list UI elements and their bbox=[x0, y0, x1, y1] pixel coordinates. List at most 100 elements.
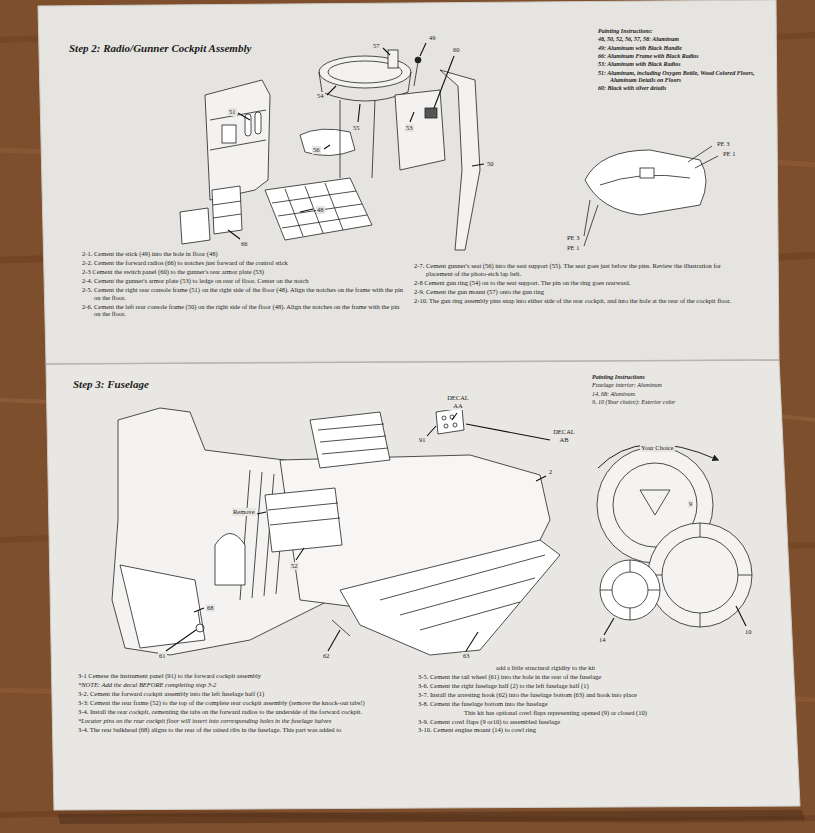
fuselage-drawing bbox=[453, 423, 457, 427]
callout-number: 14 bbox=[598, 636, 607, 644]
fuselage-drawing bbox=[310, 412, 390, 468]
step-instruction: 3-7. Install the arresting hook (62) int… bbox=[418, 691, 768, 699]
cowl-drawing bbox=[662, 537, 738, 613]
photo-etch-label: PE 1 bbox=[566, 244, 580, 252]
paper-sheet bbox=[46, 360, 800, 810]
callout-number: 53 bbox=[405, 124, 414, 132]
cockpit-drawing bbox=[180, 208, 210, 244]
cockpit-drawing bbox=[395, 90, 445, 170]
cockpit-drawing bbox=[425, 108, 437, 118]
cockpit-drawing bbox=[213, 201, 241, 205]
leader-line bbox=[383, 48, 390, 55]
cockpit-drawing bbox=[440, 70, 480, 250]
cowl-drawing bbox=[612, 572, 648, 608]
step-instruction: 3-5. Cement the tail wheel (61) into the… bbox=[418, 673, 768, 681]
leader-line bbox=[194, 608, 204, 612]
callout-number: 52 bbox=[290, 562, 299, 570]
step-instruction: 2-8 Cement gun ring (54) on to the seat … bbox=[414, 279, 746, 287]
leader-line bbox=[604, 618, 614, 635]
fuselage-drawing bbox=[380, 555, 545, 600]
painting-note: 53: Aluminum with Black Radios bbox=[598, 61, 766, 68]
cowl-drawing bbox=[600, 590, 612, 591]
cockpit-drawing bbox=[212, 186, 242, 234]
cockpit-drawing bbox=[285, 189, 303, 236]
callout-number: 63 bbox=[462, 652, 471, 660]
leader-line bbox=[358, 104, 360, 122]
fuselage-drawing bbox=[442, 416, 446, 420]
photo-etch-label: PE 3 bbox=[716, 140, 730, 148]
leader-line bbox=[300, 209, 313, 212]
callout-number: 55 bbox=[352, 124, 361, 132]
painting-note: 9, 10 (Your choice): Exterior color bbox=[592, 399, 772, 406]
cowl-drawing bbox=[640, 490, 670, 515]
callout-number: 57 bbox=[372, 42, 381, 50]
callout-number: 49 bbox=[428, 34, 437, 42]
step-instruction: 3-6. Cement the right fuselage half (2) … bbox=[418, 682, 768, 690]
painting-note: 14, 68: Aluminum bbox=[592, 391, 772, 398]
painting-heading: Painting Instructions bbox=[592, 374, 772, 381]
fuselage-drawing bbox=[268, 503, 338, 510]
step-heading: Step 2: Radio/Gunner Cockpit Assembly bbox=[68, 42, 252, 55]
fuselage-drawing bbox=[112, 408, 560, 655]
callout-number: 61 bbox=[158, 652, 167, 660]
fuselage-drawing bbox=[270, 518, 340, 525]
lap-belt-drawing bbox=[695, 156, 718, 168]
leader-line bbox=[228, 230, 240, 239]
step-instruction: 3-9. Cement cowl flaps (9 or10) to assem… bbox=[418, 718, 768, 726]
callout-number: 48 bbox=[316, 206, 325, 214]
cowl-drawing bbox=[700, 523, 701, 537]
choice-label: Your Choice bbox=[640, 444, 675, 452]
fuselage-drawing bbox=[340, 540, 560, 655]
callout-number: 9 bbox=[688, 500, 693, 508]
callout-number: 62 bbox=[322, 652, 331, 660]
painting-note: 66: Aluminum Frame with Black Radios bbox=[598, 53, 766, 60]
step-instruction: 3-10. Cement engine mount (14) to cowl r… bbox=[418, 726, 768, 734]
step-instruction: 2-4. Cement the gunner's armor plate (53… bbox=[82, 277, 404, 285]
lap-belt-drawing bbox=[584, 205, 598, 246]
cockpit-drawing bbox=[213, 214, 241, 218]
lap-belt-drawing bbox=[688, 146, 712, 162]
callout-number: 50 bbox=[486, 160, 495, 168]
cowl-drawing bbox=[700, 613, 701, 627]
leader-line bbox=[736, 606, 746, 626]
cockpit-drawing bbox=[414, 62, 418, 86]
cowl-drawing bbox=[597, 444, 752, 627]
fuselage-drawing bbox=[265, 488, 342, 552]
painting-note: 51: Aluminum, including Oxygen Bottle, W… bbox=[598, 70, 766, 85]
fuselage-drawing bbox=[436, 408, 464, 434]
cockpit-drawing bbox=[272, 191, 356, 203]
fuselage-drawing bbox=[252, 472, 262, 598]
cockpit-drawing bbox=[265, 178, 372, 240]
cowl-drawing bbox=[648, 523, 752, 627]
step-instruction: 3-1 Cemese the instrument panel (91) to … bbox=[78, 672, 410, 680]
fuselage-drawing bbox=[196, 624, 204, 632]
leader-line bbox=[410, 112, 414, 122]
step-instruction: add a little structural rigidity to the … bbox=[418, 664, 768, 672]
part-note: Remove bbox=[232, 508, 256, 516]
leader-line bbox=[327, 86, 336, 95]
cowl-drawing bbox=[738, 575, 752, 576]
fuselage-drawing bbox=[120, 565, 205, 648]
painting-note: 49: Aluminum with Black Handle bbox=[598, 45, 766, 52]
cowl-drawing bbox=[630, 608, 631, 620]
fuselage-drawing bbox=[400, 578, 535, 615]
painting-note: Fuselage interior: Aluminum bbox=[592, 382, 772, 389]
callout-number: 60 bbox=[452, 46, 461, 54]
lap-belt-drawing bbox=[585, 150, 706, 215]
leader-line bbox=[434, 56, 454, 108]
cockpit-drawing bbox=[282, 215, 367, 228]
step-instruction: 3-2. Cement the forward cockpit assembly… bbox=[78, 690, 410, 698]
fuselage-drawing bbox=[215, 534, 245, 586]
fuselage-drawing bbox=[318, 424, 384, 430]
cockpit-drawing bbox=[205, 80, 270, 200]
callout-number: 54 bbox=[316, 92, 325, 100]
leader-line bbox=[466, 632, 478, 651]
step-instruction: 3-4. Install the rear cockpit, cementing… bbox=[78, 708, 410, 716]
fuselage-drawing bbox=[322, 448, 388, 454]
step-instruction: 3-4. The rear bulkhead (68) aligns to th… bbox=[78, 726, 410, 734]
lap-belt-drawing bbox=[584, 146, 718, 246]
lap-belt-drawing bbox=[640, 168, 654, 178]
